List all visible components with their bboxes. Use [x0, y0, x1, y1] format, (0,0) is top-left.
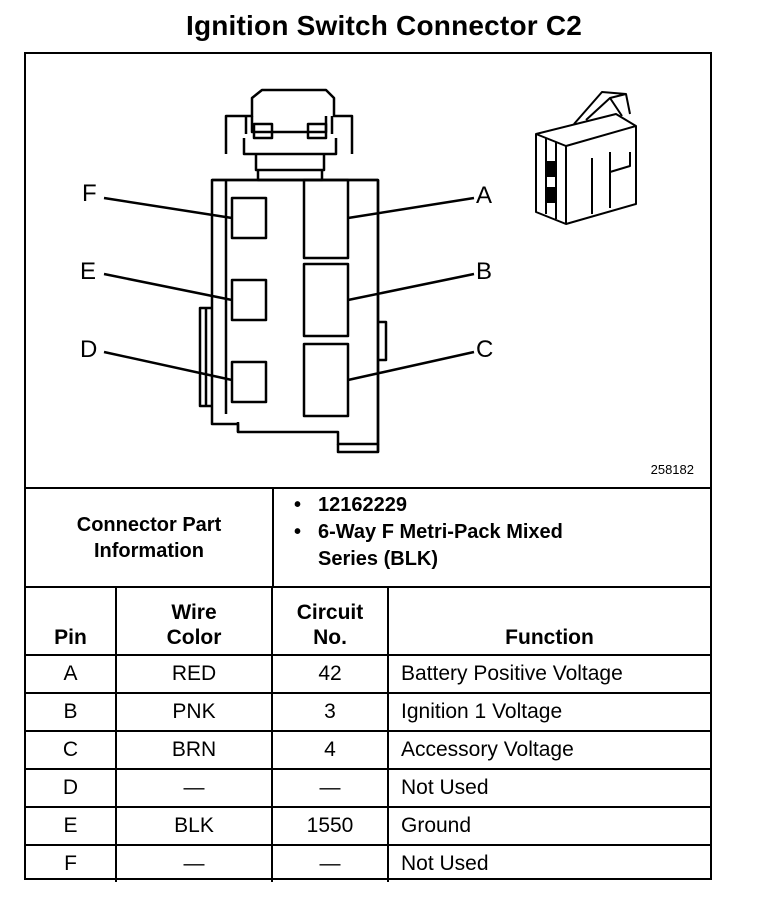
cell-pin: A — [26, 654, 117, 694]
cell-circuit: 3 — [271, 692, 389, 732]
table-row: F — — Not Used — [26, 844, 710, 882]
pin-label-f: F — [82, 180, 97, 207]
pin-label-e: E — [80, 258, 97, 285]
page-title: Ignition Switch Connector C2 — [185, 10, 583, 41]
cell-wire-color: BLK — [115, 806, 273, 846]
table-row: E BLK 1550 Ground — [26, 806, 710, 846]
description-line2: Series (BLK) — [318, 548, 439, 570]
cell-function: Not Used — [387, 844, 710, 882]
description: 6-Way F Metri-Pack Mixed Series (BLK) — [318, 519, 563, 573]
cell-wire-color: BRN — [115, 730, 273, 770]
connector-info-heading: Connector Part Information — [26, 489, 272, 586]
connector-info-details: • 12162229 • 6-Way F Metri-Pack Mixed Se… — [294, 492, 704, 573]
connector-iso-view — [535, 91, 637, 225]
info-bottom-divider — [26, 586, 710, 588]
connector-face-drawing — [103, 88, 637, 454]
header-circuit-line2: No. — [313, 626, 347, 649]
pin-label-b: B — [476, 258, 493, 285]
table-row: A RED 42 Battery Positive Voltage — [26, 654, 710, 694]
header-circuit-line1: Circuit — [296, 601, 364, 624]
cell-pin: B — [26, 692, 117, 732]
cell-pin: E — [26, 806, 117, 846]
pin-label-d: D — [80, 336, 98, 363]
cell-function: Ground — [387, 806, 710, 846]
connector-info-heading-line1: Connector Part — [76, 513, 222, 536]
pin-label-a: A — [476, 182, 493, 209]
cell-circuit: — — [271, 844, 389, 882]
cell-pin: F — [26, 844, 117, 882]
table-row: D — — Not Used — [26, 768, 710, 808]
table-header-row: Pin Wire Color Circuit No. Function — [26, 588, 710, 656]
connector-sheet: F E D A B C 258182 Connector Part Inform… — [24, 52, 712, 882]
cell-wire-color: PNK — [115, 692, 273, 732]
cell-circuit: — — [271, 768, 389, 808]
figure-id: 258182 — [650, 462, 694, 477]
cell-function: Ignition 1 Voltage — [387, 692, 710, 732]
cell-function: Battery Positive Voltage — [387, 654, 710, 694]
cell-wire-color: RED — [115, 654, 273, 694]
header-wire-color-line2: Color — [166, 626, 222, 649]
connector-info-heading-line2: Information — [94, 539, 204, 562]
cell-wire-color: — — [115, 768, 273, 808]
cell-circuit: 42 — [271, 654, 389, 694]
cell-function: Accessory Voltage — [387, 730, 710, 770]
cell-circuit: 1550 — [271, 806, 389, 846]
cell-pin: C — [26, 730, 117, 770]
info-divider — [272, 489, 274, 586]
header-function: Function — [387, 588, 710, 656]
cell-function: Not Used — [387, 768, 710, 808]
pinout-table: Pin Wire Color Circuit No. Function A RE… — [26, 588, 710, 882]
table-row: B PNK 3 Ignition 1 Voltage — [26, 692, 710, 732]
header-wire-color: Wire Color — [115, 588, 273, 656]
part-number: 12162229 — [318, 494, 407, 516]
bullet: • — [294, 521, 302, 543]
connector-diagram: F E D A B C 258182 — [26, 54, 710, 487]
bullet: • — [294, 494, 302, 516]
cell-circuit: 4 — [271, 730, 389, 770]
header-circuit: Circuit No. — [271, 588, 389, 656]
pin-label-c: C — [476, 336, 494, 363]
description-row: • 6-Way F Metri-Pack Mixed Series (BLK) — [294, 519, 704, 573]
cell-pin: D — [26, 768, 117, 808]
header-wire-color-line1: Wire — [171, 601, 217, 624]
table-row: C BRN 4 Accessory Voltage — [26, 730, 710, 770]
cell-wire-color: — — [115, 844, 273, 882]
header-pin: Pin — [26, 588, 117, 656]
part-number-row: • 12162229 — [294, 492, 704, 519]
description-line1: 6-Way F Metri-Pack Mixed — [318, 521, 563, 543]
diagram-divider — [26, 487, 710, 489]
